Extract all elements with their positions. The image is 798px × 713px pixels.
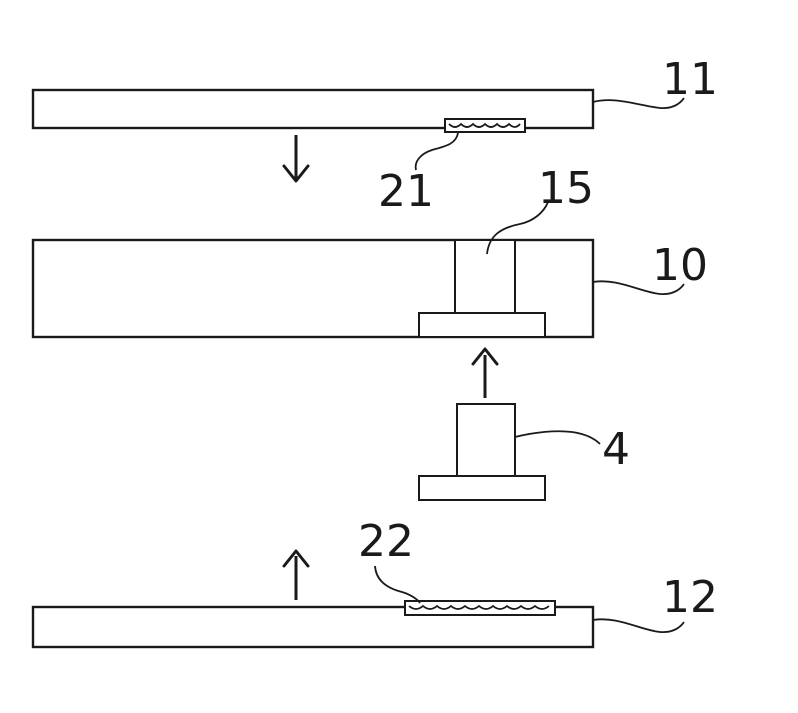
label-12: 12 (662, 572, 718, 623)
tool-base (419, 476, 545, 500)
middle-plate-group (33, 202, 684, 337)
leader-21 (416, 133, 458, 170)
label-11: 11 (662, 54, 718, 105)
label-22: 22 (358, 516, 414, 567)
leader-4 (515, 431, 600, 444)
label-21: 21 (378, 166, 434, 217)
tool-stem (457, 404, 515, 476)
leader-22 (375, 566, 420, 603)
label-15: 15 (538, 163, 594, 214)
pin (455, 240, 515, 313)
pin-base (419, 313, 545, 337)
label-4: 4 (602, 424, 630, 475)
tool-group (419, 404, 600, 500)
label-10: 10 (652, 240, 708, 291)
upper-pad (445, 119, 525, 132)
